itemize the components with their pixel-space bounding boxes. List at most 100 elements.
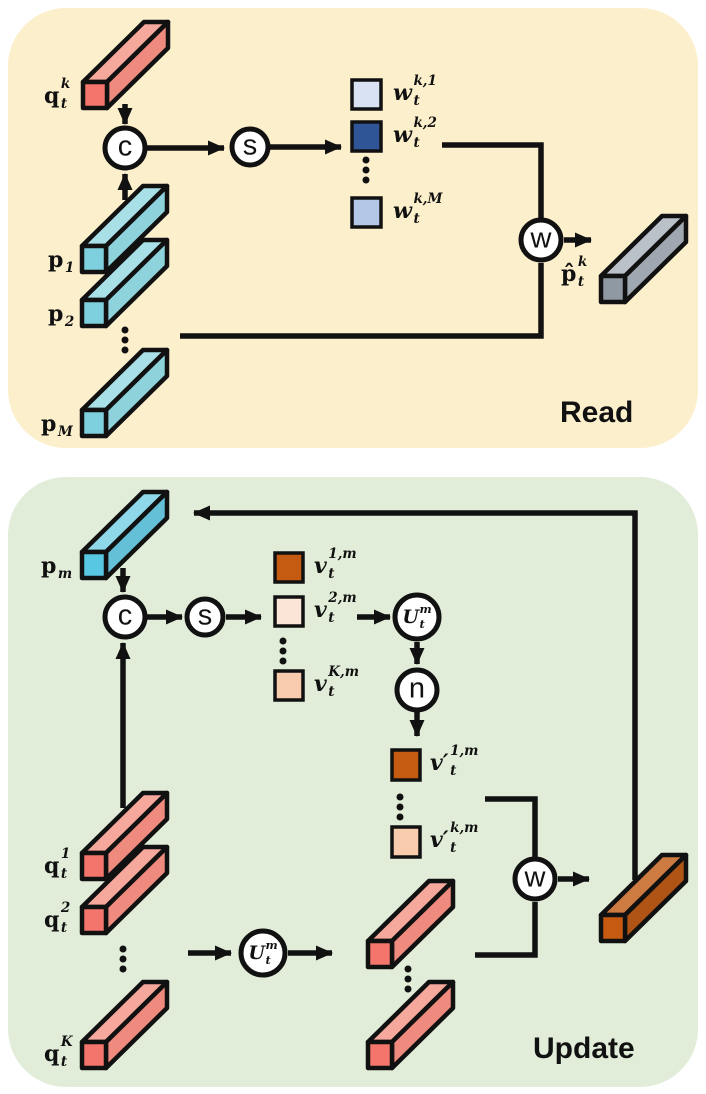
memory-bar-m	[82, 492, 167, 578]
math-sub: t	[60, 95, 68, 112]
math-base: q	[44, 853, 60, 879]
math-sub: t	[413, 134, 420, 151]
math-sup	[65, 242, 74, 243]
label-score-2: v 2,m t	[314, 590, 357, 626]
wsum-circle-update	[512, 856, 558, 902]
query-bar-K	[82, 982, 167, 1068]
math-base: w	[393, 122, 412, 148]
connector-transformed-to-wsum-u	[475, 902, 538, 958]
math-sub: t	[328, 683, 335, 700]
math-base: q	[44, 907, 60, 933]
memory-bar-M	[82, 350, 167, 436]
math-sup: K,m	[328, 664, 360, 680]
concat-circle-read	[102, 125, 148, 171]
normalized-score-square-1	[390, 748, 422, 782]
score-square-K	[273, 669, 305, 702]
math-base: q	[44, 83, 60, 109]
math-base: p̂	[561, 261, 577, 287]
updatefn2-circle	[238, 928, 288, 978]
concat-circle-update	[102, 594, 148, 640]
op-letter: c	[117, 130, 133, 163]
math-sup: 1,m	[450, 743, 479, 759]
wsum-op-label-read: w	[531, 224, 552, 253]
label-memory-2: p 2	[48, 296, 74, 329]
math-base: p	[48, 301, 64, 327]
query-bar-read	[83, 22, 168, 108]
math-sup: k,2	[413, 115, 437, 131]
math-sub: t	[413, 92, 420, 109]
label-memory-M: p M	[41, 406, 73, 439]
math-sub: t	[419, 616, 425, 631]
label-score-K: v K,m t	[314, 664, 360, 700]
math-sup: 2	[60, 900, 71, 916]
math-base: p	[41, 411, 57, 437]
math-sub: t	[265, 952, 271, 967]
ellipsis-weights	[362, 156, 370, 184]
label-query-1: q 1 t	[44, 846, 71, 882]
math-base: v	[314, 671, 327, 697]
math-sup: k	[577, 254, 588, 270]
math-sup: k,M	[413, 191, 443, 207]
op-letter: s	[197, 599, 213, 632]
math-base: q	[44, 1041, 60, 1067]
math-sup: m	[265, 938, 278, 952]
op-letter: c	[117, 599, 133, 632]
math-sub: M	[57, 423, 73, 440]
label-memory-m: p m	[41, 548, 72, 581]
norm-circle	[394, 667, 440, 713]
math-sup: m	[419, 602, 432, 616]
math-sub: t	[60, 1053, 68, 1070]
read-panel-title: Read	[560, 396, 634, 429]
op-letter: s	[242, 129, 258, 162]
math-sup: k	[60, 76, 71, 92]
math-sub: t	[328, 609, 335, 626]
score-square-1	[273, 551, 305, 584]
connector-memory-to-wsum	[180, 263, 544, 339]
math-sup: k,1	[413, 73, 437, 89]
math-sub: 2	[64, 313, 75, 330]
softmax-circle-read	[229, 126, 271, 168]
ellipsis-query-bars	[119, 945, 127, 973]
math-base: U	[402, 606, 419, 628]
updatefn-circle	[392, 592, 442, 642]
ellipsis-normalized-scores	[396, 793, 404, 821]
math-base: v	[314, 597, 327, 623]
ellipsis-transformed-bars	[404, 965, 412, 993]
math-sup: 1	[60, 846, 71, 862]
score-square-2	[273, 595, 305, 628]
math-base: U	[248, 942, 265, 964]
normalized-score-square-k	[390, 825, 422, 859]
math-sup: 2,m	[328, 590, 357, 606]
math-sup: k,m	[450, 820, 479, 836]
math-sup: K	[60, 1034, 73, 1050]
softmax-op-label-read: s	[243, 131, 258, 160]
math-sub: t	[413, 210, 420, 227]
weight-square-2	[350, 120, 383, 153]
op-letter: n	[408, 672, 426, 705]
math-base: p	[41, 553, 57, 579]
math-sup	[58, 406, 73, 407]
math-sup	[65, 296, 74, 297]
updated-memory-bar	[601, 855, 686, 941]
math-sup	[58, 548, 72, 549]
concat-op-label-read: c	[118, 132, 133, 161]
op-letter: w	[524, 861, 546, 894]
ellipsis-memory-bars	[121, 326, 129, 354]
math-sub: t	[60, 865, 68, 882]
label-weight-2: w k,2 t	[393, 115, 437, 151]
connector-feedback-to-memory	[193, 505, 638, 880]
op-letter: w	[530, 222, 552, 255]
math-sup: 1,m	[328, 546, 357, 562]
norm-op-label: n	[409, 674, 425, 703]
weight-square-1	[350, 78, 383, 111]
